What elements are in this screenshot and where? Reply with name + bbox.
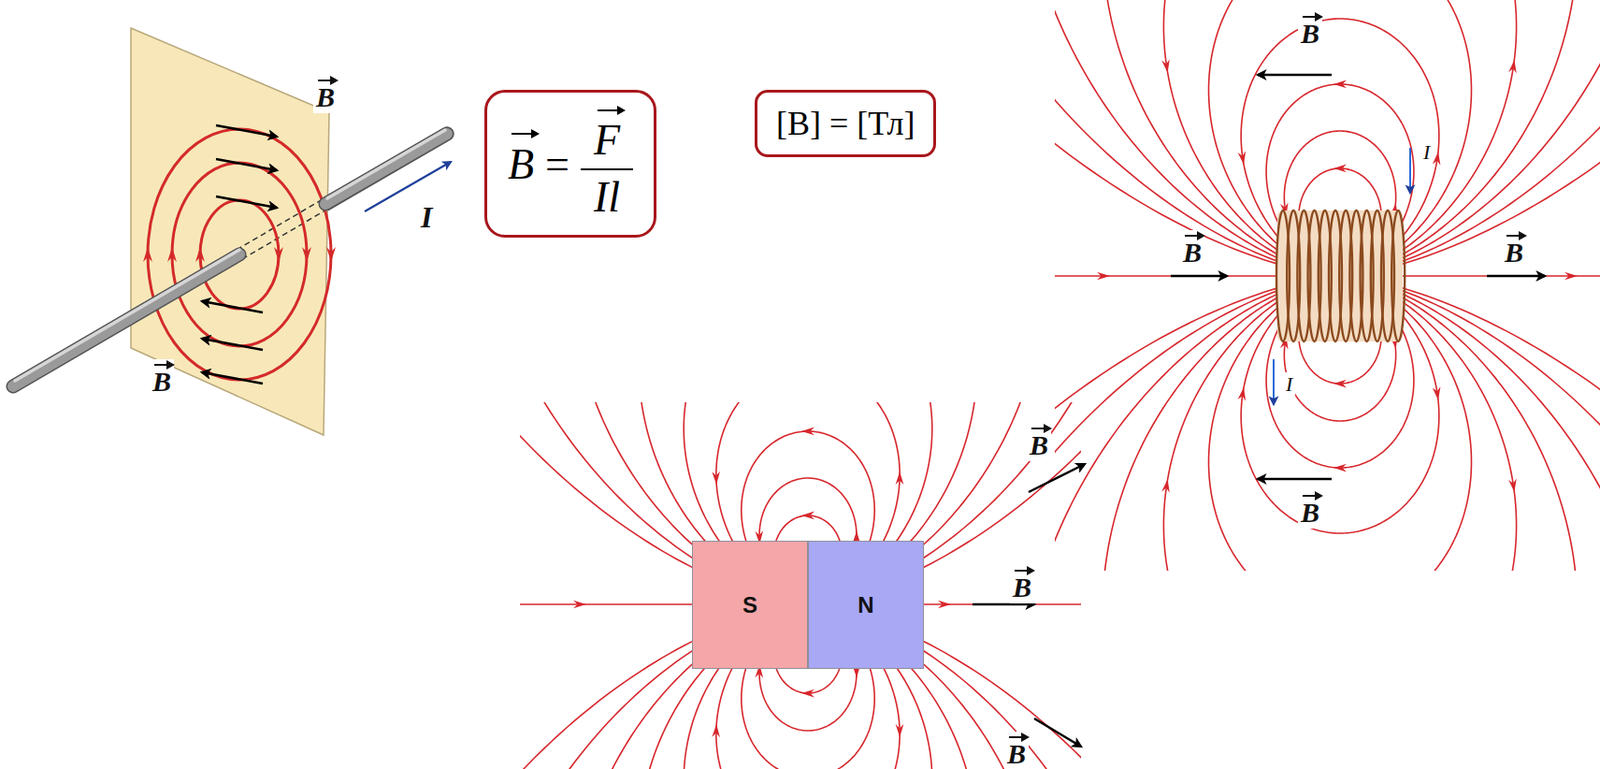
formula-text: B <box>507 139 534 189</box>
current-label: I <box>1420 140 1433 165</box>
vector-arrow <box>216 196 277 208</box>
vector-arrow <box>216 125 277 137</box>
formula-text: S <box>742 591 758 619</box>
vector-label: B <box>1297 11 1323 50</box>
arrow-head <box>1333 463 1347 473</box>
vector-label: B <box>1004 731 1029 769</box>
arrow-head <box>1432 151 1443 166</box>
plane <box>130 28 330 435</box>
field-symbol: B <box>1012 573 1032 602</box>
arrow-head <box>801 511 815 520</box>
arrow-head <box>573 600 587 609</box>
vector-arrow <box>1486 274 1545 278</box>
arrow-head <box>1333 164 1347 173</box>
vector-arrow <box>201 372 263 384</box>
vector-label: B <box>1297 490 1323 529</box>
magnet-pole: N <box>807 540 924 669</box>
vector-arrow <box>216 158 277 171</box>
current-label: I <box>418 200 435 234</box>
arrow-head <box>801 427 815 436</box>
coil-turn <box>1391 210 1405 342</box>
field-symbol: B <box>152 367 172 396</box>
vector-arrow <box>1272 359 1275 404</box>
formula-text: Il <box>593 172 620 222</box>
arrow-head <box>1508 478 1519 493</box>
field-symbol: B <box>1029 431 1049 460</box>
field-symbol: B <box>316 83 335 112</box>
arrow-head <box>711 471 721 485</box>
field-symbol: B <box>1300 498 1320 527</box>
arrow-head <box>801 689 815 698</box>
arrow-head <box>1238 151 1249 166</box>
arrow-head <box>1161 478 1172 493</box>
arrow-head <box>1333 379 1347 389</box>
formula-text: = <box>533 139 581 189</box>
fraction: F Il <box>580 105 634 222</box>
vector-label: B <box>313 74 338 114</box>
field-symbol: B <box>1182 238 1202 267</box>
vector-arrow <box>972 603 1035 606</box>
arrow-head <box>167 246 177 262</box>
formula-text: N <box>857 591 874 619</box>
magnet-field-lines <box>519 402 1082 769</box>
formula-text: [B] = [Тл] <box>776 104 915 143</box>
coil <box>1276 210 1405 342</box>
arrow-head <box>143 246 153 262</box>
formula-text: F <box>593 115 620 165</box>
arrow-head <box>895 471 905 485</box>
fraction-bar <box>580 168 634 171</box>
vector-arrow <box>201 301 263 313</box>
arrow-head <box>711 723 721 737</box>
field-symbol: B <box>1504 238 1524 267</box>
arrow-head <box>1508 58 1519 73</box>
wire-figure <box>13 28 447 435</box>
arrow-head <box>302 246 312 262</box>
vector-label: B <box>149 359 174 398</box>
vector-label: B <box>1026 422 1052 462</box>
arrow-head <box>1333 80 1347 89</box>
formula-box: B=F Il <box>484 89 657 238</box>
arrow-head <box>1432 386 1443 401</box>
current-symbol: I <box>1423 140 1430 164</box>
coil-field-lines <box>1054 0 1600 571</box>
field-symbol: B <box>1007 739 1026 768</box>
vector-arrow <box>1257 477 1332 481</box>
vector-label: B <box>1009 564 1035 604</box>
vector-arrow <box>1257 73 1332 77</box>
vector-label: B <box>1501 230 1527 269</box>
vector-arrow <box>1028 463 1085 492</box>
current-symbol: I <box>1285 372 1293 396</box>
vector-arrow <box>364 161 451 212</box>
arrow-head <box>273 246 284 262</box>
field-symbol: B <box>1300 19 1320 48</box>
arrow-head <box>937 600 952 609</box>
vector-label: B <box>1180 230 1205 269</box>
arrow-head <box>326 246 336 262</box>
vector-arrows <box>143 74 1545 747</box>
vector-arrow <box>1409 147 1412 193</box>
magnet-pole: S <box>691 540 808 669</box>
arrow-head <box>1161 58 1172 73</box>
arrow-head <box>1238 386 1249 401</box>
arrow-head <box>195 246 205 262</box>
vector-arrow <box>201 338 263 350</box>
vector-arrow <box>1170 274 1227 278</box>
vector-arrow <box>1034 718 1082 747</box>
unit-box: [B] = [Тл] <box>754 89 937 158</box>
arrow-head <box>1096 272 1110 281</box>
arrow-head <box>1564 272 1578 281</box>
current-label: I <box>1282 372 1296 397</box>
arrow-head <box>895 723 905 737</box>
current-symbol: I <box>420 200 433 234</box>
